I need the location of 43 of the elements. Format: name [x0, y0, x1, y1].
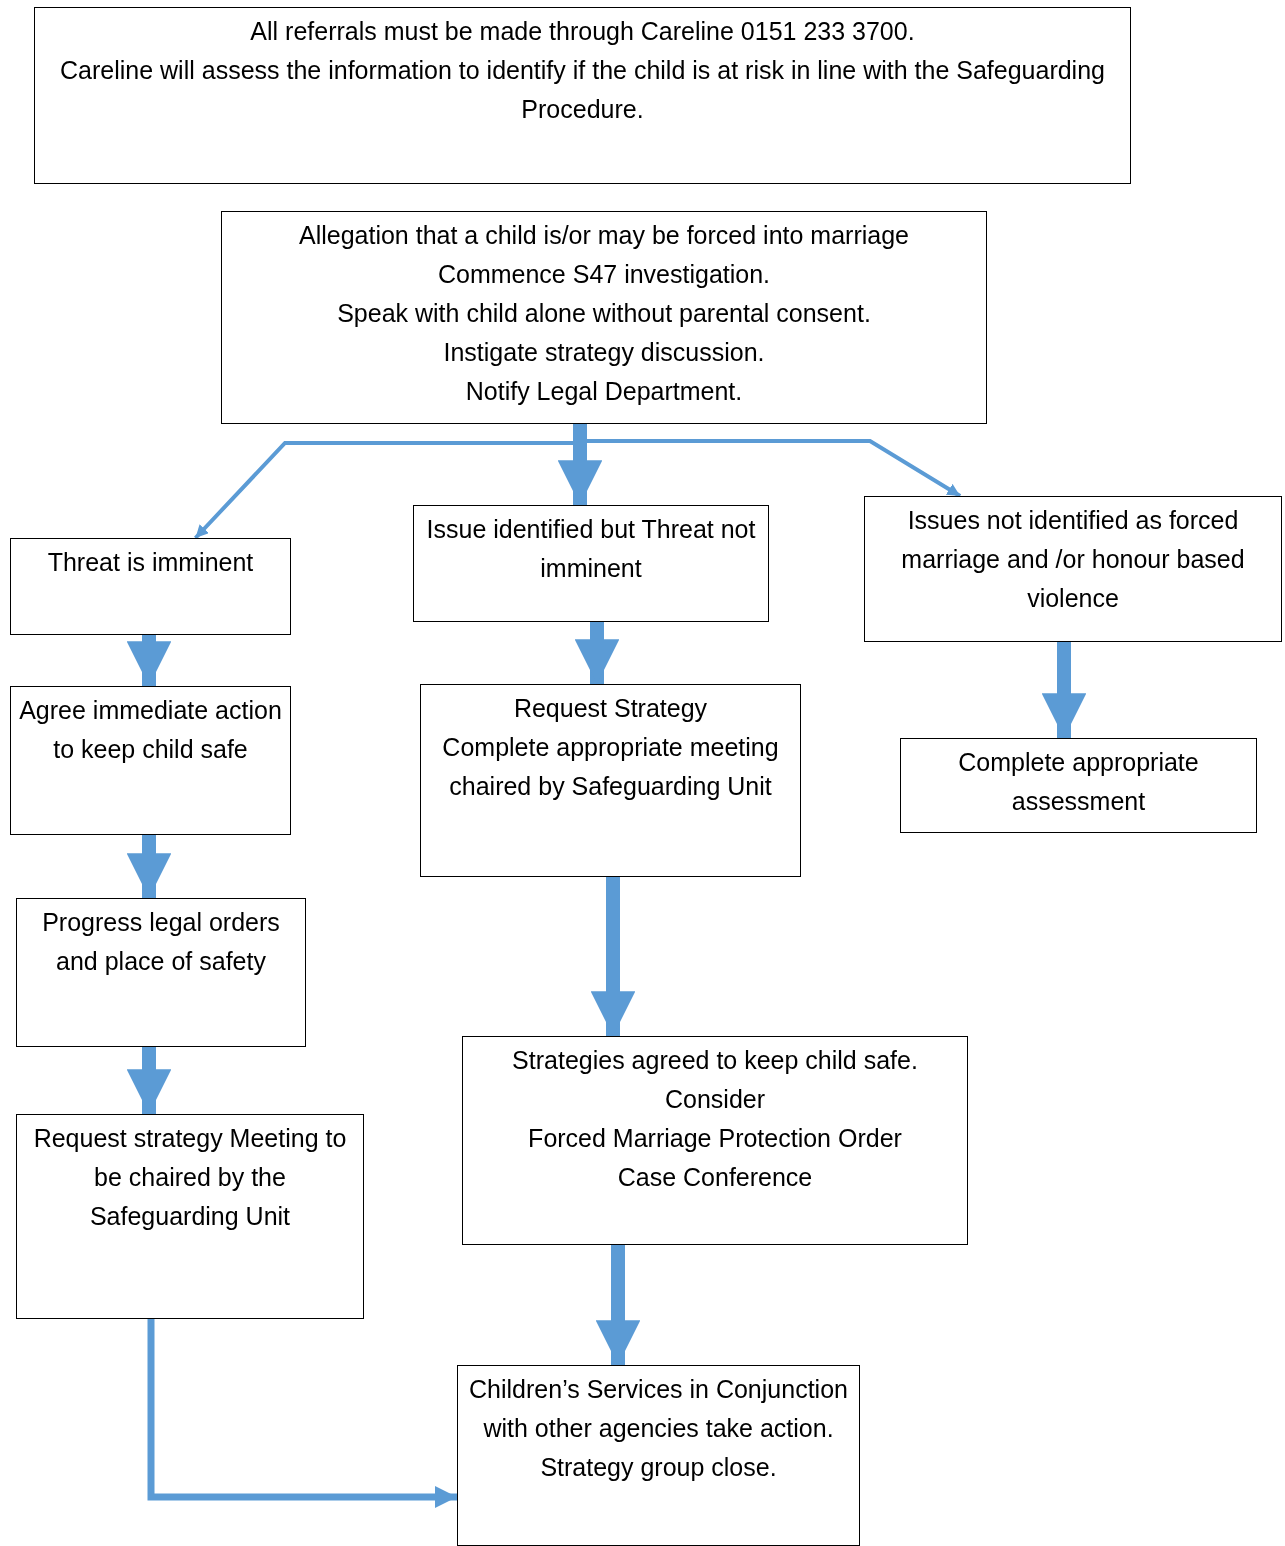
process-box [10, 686, 291, 835]
arrow [147, 1319, 457, 1509]
box-text: Issue identified but Threat not imminent [425, 514, 757, 584]
box-text: Complete appropriate meeting chaired by Safeguarding Unit [441, 732, 780, 802]
process-box [413, 505, 769, 622]
process-box [221, 211, 987, 424]
box-text: Threat is imminent [46, 547, 255, 578]
block-arrow [126, 1047, 172, 1114]
process-box [457, 1365, 860, 1546]
block-arrow [126, 635, 172, 686]
block-arrow [557, 424, 603, 505]
box-text: Request Strategy [512, 693, 709, 724]
box-text: Children’s Services in Conjunction with other agencies take action. [468, 1374, 849, 1444]
block-arrow [126, 835, 172, 898]
box-text: Strategy group close. [539, 1452, 778, 1483]
box-text: Issues not identified as forced marriage and /or honour based violence [900, 505, 1246, 614]
box-text: Request strategy Meeting to be chaired by the Safeguarding Unit [32, 1123, 348, 1232]
box-text: Instigate strategy discussion. [442, 337, 766, 368]
box-text: Careline will assess the information to identify if the child is at risk in line with the Safeguarding Procedure. [59, 55, 1106, 125]
box-text: Consider [663, 1084, 767, 1115]
box-text: All referrals must be made through Careline 0151 233 3700. [249, 16, 916, 47]
block-arrow [590, 877, 636, 1036]
block-arrow [1041, 642, 1087, 738]
box-text: Notify Legal Department. [464, 376, 744, 407]
box-text: Complete appropriate assessment [957, 747, 1200, 817]
process-box [420, 684, 801, 877]
box-text: Speak with child alone without parental consent. [336, 298, 872, 329]
box-text: Strategies agreed to keep child safe. [511, 1045, 919, 1076]
process-box [864, 496, 1282, 642]
box-text: Case Conference [616, 1162, 814, 1193]
box-text: Commence S47 investigation. [436, 259, 772, 290]
process-box [10, 538, 291, 635]
box-text: Allegation that a child is/or may be forced into marriage [297, 220, 910, 251]
box-text: Forced Marriage Protection Order [527, 1123, 903, 1154]
box-text: Progress legal orders and place of safety [41, 907, 281, 977]
box-text: Agree immediate action to keep child safe [19, 695, 282, 765]
process-box [34, 7, 1131, 184]
block-arrow [595, 1245, 641, 1365]
process-box [16, 1114, 364, 1319]
block-arrow [574, 622, 620, 684]
process-box [16, 898, 306, 1047]
process-box [900, 738, 1257, 833]
process-box [462, 1036, 968, 1245]
